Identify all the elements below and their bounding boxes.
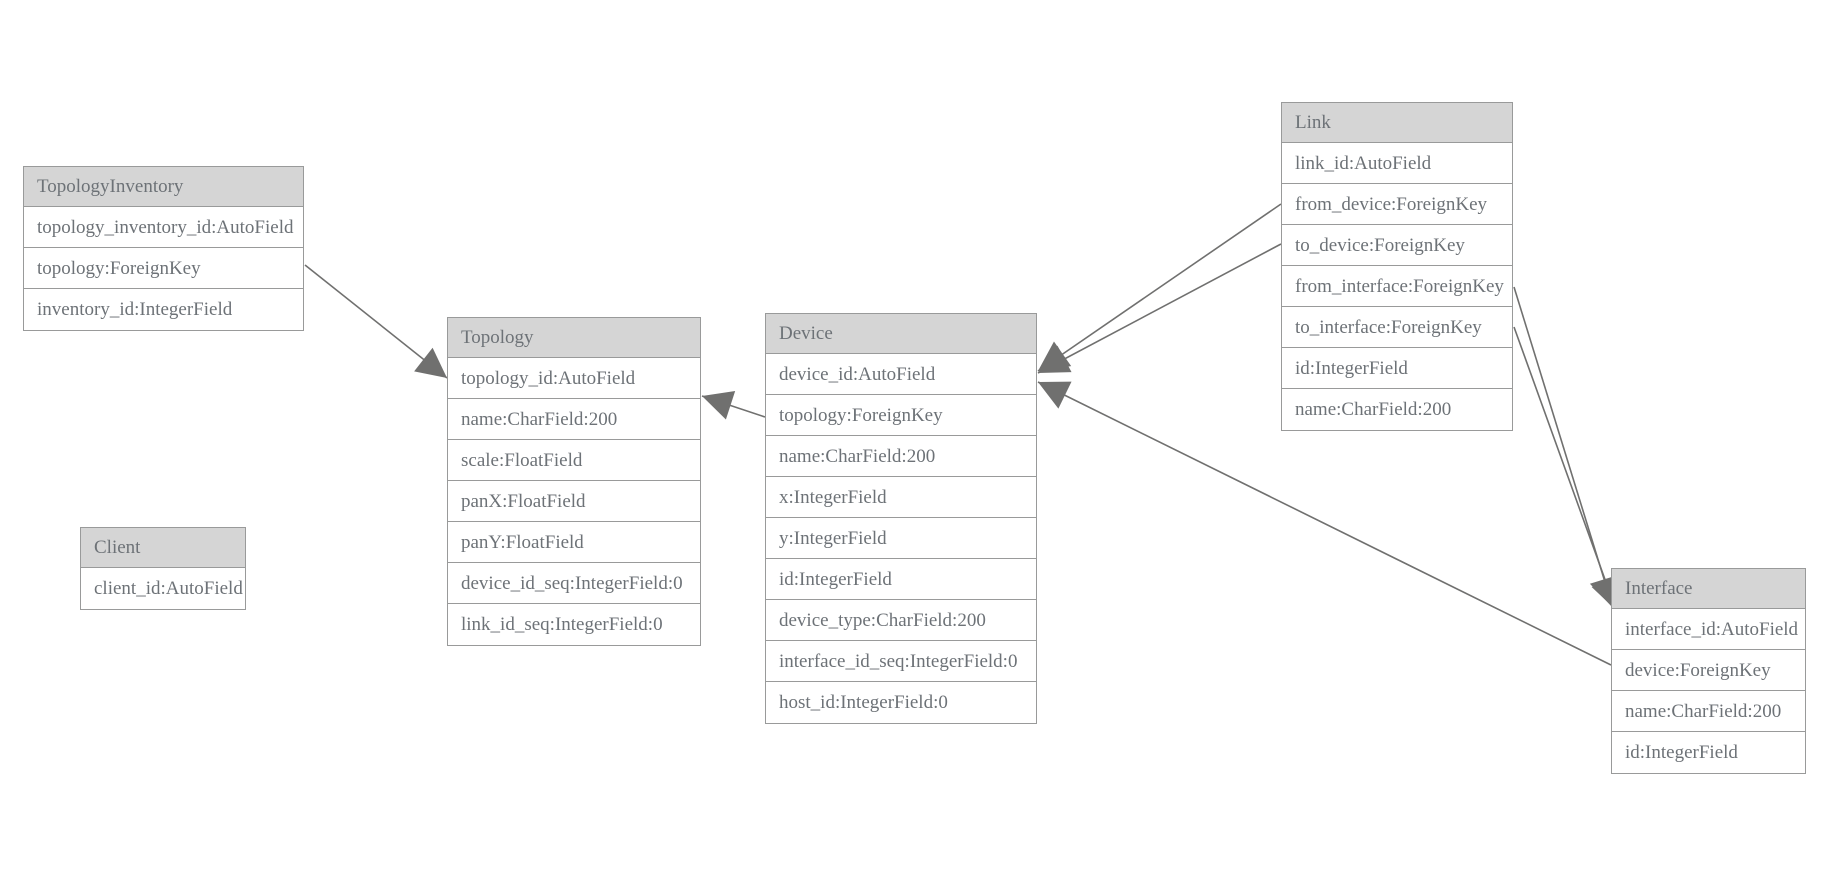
relationship-line-device-topology bbox=[701, 395, 766, 418]
entity-field-topology-6: link_id_seq:IntegerField:0 bbox=[461, 614, 663, 635]
entity-field-device-6: device_type:CharField:200 bbox=[766, 600, 1036, 641]
entity-field-device-1: topology:ForeignKey bbox=[766, 395, 1036, 436]
entity-client[interactable]: Client client_id:AutoField bbox=[80, 527, 246, 610]
relationship-line-link-from-interface bbox=[1513, 286, 1614, 609]
entity-field-topology-inventory-0: topology_inventory_id:AutoField bbox=[24, 207, 303, 248]
entity-field-link-0: link_id:AutoField bbox=[1282, 143, 1512, 184]
relationship-arrowhead-link-to-device bbox=[1038, 345, 1072, 373]
entity-field-interface-3: id:IntegerField bbox=[1625, 742, 1738, 763]
entity-field-topology-1: name:CharField:200 bbox=[448, 399, 700, 440]
relationship-arrowhead-interface-device bbox=[1038, 381, 1072, 409]
entity-field-interface-1: device:ForeignKey bbox=[1612, 650, 1805, 691]
relationship-line-link-to-interface bbox=[1513, 326, 1617, 611]
relationship-arrowhead-device-topology bbox=[702, 391, 736, 420]
relationship-link-from-interface bbox=[1513, 286, 1619, 609]
relationship-line-topologyinventory-topology bbox=[304, 264, 448, 379]
entity-field-device-3: x:IntegerField bbox=[766, 477, 1036, 518]
entity-field-topology-inventory-1: topology:ForeignKey bbox=[24, 248, 303, 289]
entity-field-link-2: to_device:ForeignKey bbox=[1282, 225, 1512, 266]
entity-field-interface-0: interface_id:AutoField bbox=[1612, 609, 1805, 650]
entity-title-topology: Topology bbox=[448, 318, 700, 358]
entity-field-device-2: name:CharField:200 bbox=[766, 436, 1036, 477]
relationship-link-from-device bbox=[1037, 203, 1282, 372]
entity-field-device-4: y:IntegerField bbox=[766, 518, 1036, 559]
entity-field-topology-5: device_id_seq:IntegerField:0 bbox=[448, 563, 700, 604]
entity-title-client: Client bbox=[81, 528, 245, 568]
relationship-line-link-from-device bbox=[1037, 203, 1282, 372]
entity-field-link-3: from_interface:ForeignKey bbox=[1282, 266, 1512, 307]
entity-field-client-0: client_id:AutoField bbox=[94, 578, 243, 599]
entity-field-device-5: id:IntegerField bbox=[766, 559, 1036, 600]
entity-title-topology-inventory: TopologyInventory bbox=[24, 167, 303, 207]
entity-field-link-1: from_device:ForeignKey bbox=[1282, 184, 1512, 225]
entity-field-device-0: device_id:AutoField bbox=[766, 354, 1036, 395]
entity-field-link-5: id:IntegerField bbox=[1282, 348, 1512, 389]
entity-field-device-8: host_id:IntegerField:0 bbox=[779, 692, 948, 713]
entity-title-device: Device bbox=[766, 314, 1036, 354]
entity-field-device-7: interface_id_seq:IntegerField:0 bbox=[766, 641, 1036, 682]
entity-field-link-4: to_interface:ForeignKey bbox=[1282, 307, 1512, 348]
entity-title-link: Link bbox=[1282, 103, 1512, 143]
entity-title-interface: Interface bbox=[1612, 569, 1805, 609]
relationship-line-link-to-device bbox=[1037, 243, 1282, 374]
entity-field-topology-2: scale:FloatField bbox=[448, 440, 700, 481]
entity-field-topology-inventory-2: inventory_id:IntegerField bbox=[37, 299, 233, 320]
entity-field-topology-4: panY:FloatField bbox=[448, 522, 700, 563]
entity-field-link-6: name:CharField:200 bbox=[1295, 399, 1452, 420]
entity-field-interface-2: name:CharField:200 bbox=[1612, 691, 1805, 732]
relationship-topologyinventory-topology bbox=[304, 264, 448, 379]
relationship-link-to-device bbox=[1037, 243, 1282, 374]
entity-field-topology-0: topology_id:AutoField bbox=[448, 358, 700, 399]
relationship-device-topology bbox=[701, 391, 766, 420]
entity-field-topology-3: panX:FloatField bbox=[448, 481, 700, 522]
